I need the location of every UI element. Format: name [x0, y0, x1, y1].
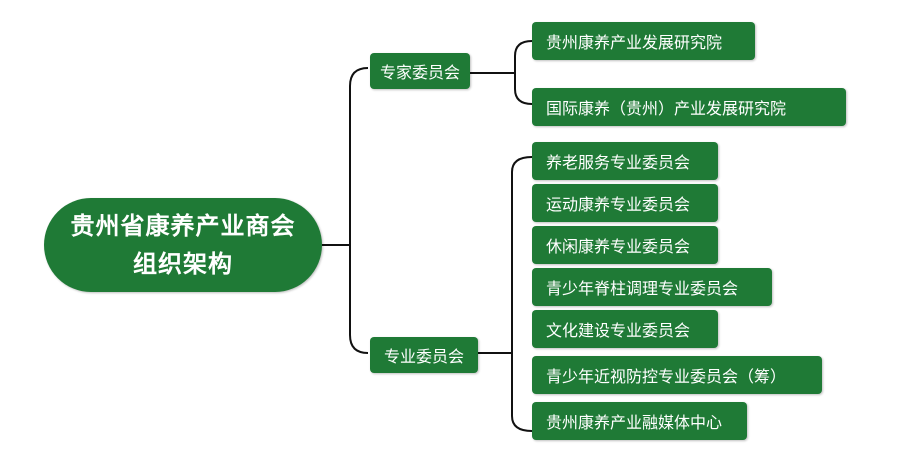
branch-expert-committee: 专家委员会 — [370, 53, 470, 89]
main-spine — [349, 67, 369, 354]
leaf-node: 文化建设专业委员会 — [532, 310, 718, 348]
leaf-node: 国际康养（贵州）产业发展研究院 — [532, 88, 846, 126]
professional-bracket — [511, 156, 533, 432]
leaf-node: 青少年脊柱调理专业委员会 — [532, 268, 772, 306]
branch-professional-committee: 专业委员会 — [370, 337, 478, 373]
leaf-label: 青少年近视防控专业委员会（筹） — [546, 367, 787, 386]
leaf-label: 贵州康养产业融媒体中心 — [546, 413, 723, 432]
branch-label: 专业委员会 — [383, 347, 464, 366]
leaf-node: 运动康养专业委员会 — [532, 184, 718, 222]
leaf-node: 贵州康养产业融媒体中心 — [532, 402, 747, 440]
leaf-label: 国际康养（贵州）产业发展研究院 — [546, 99, 787, 118]
leaf-node: 贵州康养产业发展研究院 — [532, 22, 755, 60]
leaf-label: 休闲康养专业委员会 — [546, 237, 691, 256]
leaf-label: 青少年脊柱调理专业委员会 — [546, 279, 739, 298]
expert-bracket — [514, 40, 533, 105]
leaf-label: 文化建设专业委员会 — [546, 321, 691, 340]
leaf-node: 休闲康养专业委员会 — [532, 226, 718, 264]
root-title-line1: 贵州省康养产业商会 — [70, 212, 296, 240]
branch-label: 专家委员会 — [380, 63, 461, 82]
leaf-label: 贵州康养产业发展研究院 — [546, 33, 723, 52]
root-node-org-chart: 贵州省康养产业商会 组织架构 — [44, 198, 322, 292]
leaf-node: 青少年近视防控专业委员会（筹） — [532, 356, 822, 394]
root-title-line2: 组织架构 — [133, 250, 233, 278]
leaf-label: 运动康养专业委员会 — [546, 195, 691, 214]
leaf-label: 养老服务专业委员会 — [546, 153, 691, 172]
leaf-node: 养老服务专业委员会 — [532, 142, 718, 180]
